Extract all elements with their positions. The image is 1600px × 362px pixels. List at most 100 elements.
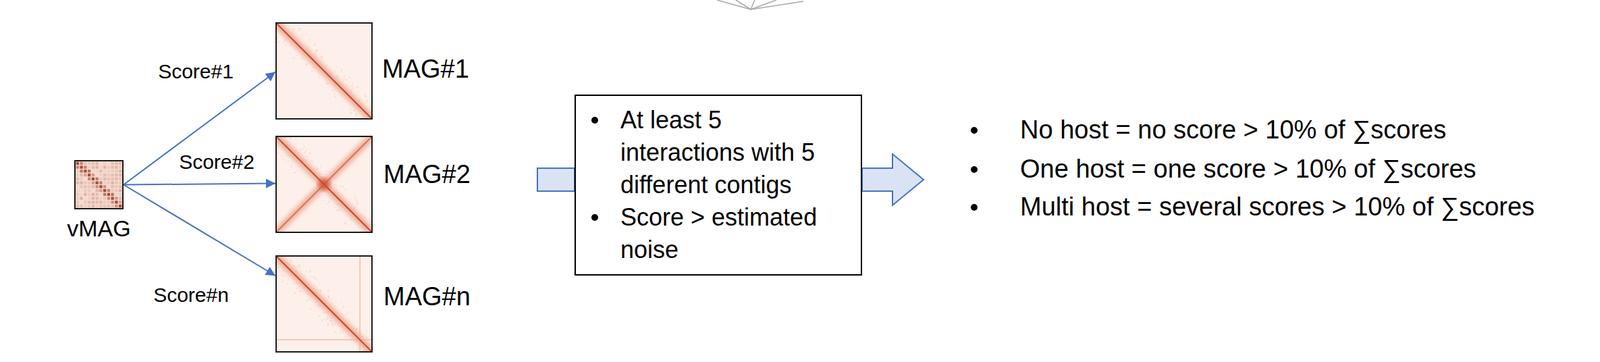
map-label: MAG#n (383, 282, 471, 311)
map-diagonal-glow (276, 23, 372, 119)
map-cell (83, 177, 87, 181)
map-speck (299, 151, 302, 153)
map-speck (356, 203, 358, 205)
map-speck (307, 299, 310, 301)
map-speck (346, 312, 348, 314)
map-speck (290, 23, 293, 25)
map-cell (110, 196, 114, 200)
map-cell (110, 173, 114, 177)
map-speck (370, 105, 372, 107)
map-speck (282, 280, 284, 282)
map-cell (79, 189, 83, 192)
map-speck (286, 282, 288, 285)
map-cell (83, 165, 87, 169)
map-speck (313, 303, 316, 305)
map-cell (118, 193, 122, 196)
map-speck (358, 97, 360, 100)
map-speck (311, 70, 313, 72)
map-cell (114, 173, 118, 177)
map-cell (76, 200, 79, 204)
map-speck (327, 86, 329, 88)
map-speck (283, 137, 285, 138)
outcome-line: Multi host = several scores > 10% of ∑sc… (1020, 191, 1535, 223)
map-speck (307, 40, 309, 42)
map-cell (99, 204, 102, 208)
map-speck (340, 301, 342, 303)
map-speck (326, 316, 329, 318)
map-speck (285, 23, 287, 25)
map-speck (353, 110, 355, 112)
map-cell (107, 173, 111, 177)
map-antidiagonal (276, 137, 372, 232)
map-cell (118, 173, 122, 177)
map-speck (340, 100, 343, 102)
map-cell (87, 204, 91, 208)
score-arrow (123, 184, 276, 277)
map-speck (284, 256, 286, 258)
map-speck (300, 172, 302, 174)
map-speck (321, 56, 323, 59)
map-speck (335, 189, 337, 191)
map-cell (87, 196, 91, 200)
map-speck (284, 44, 287, 46)
map-speck (317, 305, 319, 307)
map-speck (290, 44, 292, 46)
map-speck (356, 344, 358, 346)
map-speck (330, 322, 332, 325)
map-speck (303, 274, 306, 277)
map-speck (287, 278, 289, 281)
map-speck (299, 28, 301, 30)
map-speck (320, 84, 323, 86)
map-speck (286, 137, 289, 138)
map-speck (335, 184, 337, 186)
map-cell (114, 169, 118, 173)
map-cell (79, 204, 83, 208)
map-cell (91, 189, 95, 192)
map-cell (114, 196, 118, 200)
map-speck (345, 221, 348, 223)
map-speck (357, 347, 360, 349)
map-cell (83, 196, 87, 200)
map-speck (301, 34, 304, 36)
map-speck (292, 31, 294, 34)
map-speck (327, 322, 329, 324)
map-cell (95, 177, 98, 181)
map-cell (79, 193, 83, 196)
figure-line (750, 1, 804, 10)
score-arrow (123, 183, 276, 185)
map-speck (349, 108, 352, 110)
map-cell (76, 169, 79, 173)
map-cell (83, 184, 87, 188)
map-speck (366, 336, 368, 339)
map-cell (99, 173, 102, 177)
map-speck (289, 164, 291, 167)
map-cell (79, 162, 83, 165)
contact-map-box: MAG#2 (275, 135, 373, 233)
map-cell (114, 180, 118, 184)
map-cell (99, 180, 102, 184)
map-cell (114, 200, 118, 204)
map-speck (342, 328, 344, 331)
bullet-dot (591, 214, 599, 221)
map-speck (288, 51, 291, 54)
map-cell (87, 184, 91, 188)
map-speck (344, 222, 346, 224)
map-speck (335, 65, 337, 67)
map-cell (87, 162, 91, 165)
map-speck (327, 295, 329, 297)
map-speck (302, 180, 304, 183)
map-speck (339, 185, 341, 188)
map-cell (103, 189, 106, 192)
map-speck (311, 160, 314, 163)
map-speck (277, 151, 279, 154)
map-speck (343, 75, 345, 77)
map-cell (107, 162, 111, 165)
map-speck (345, 78, 348, 81)
map-cell (76, 189, 79, 192)
map-speck (341, 105, 343, 108)
map-speck (344, 189, 346, 191)
map-cell (91, 200, 95, 204)
map-cell (83, 162, 87, 165)
map-speck (363, 350, 365, 352)
map-cell (103, 173, 106, 177)
